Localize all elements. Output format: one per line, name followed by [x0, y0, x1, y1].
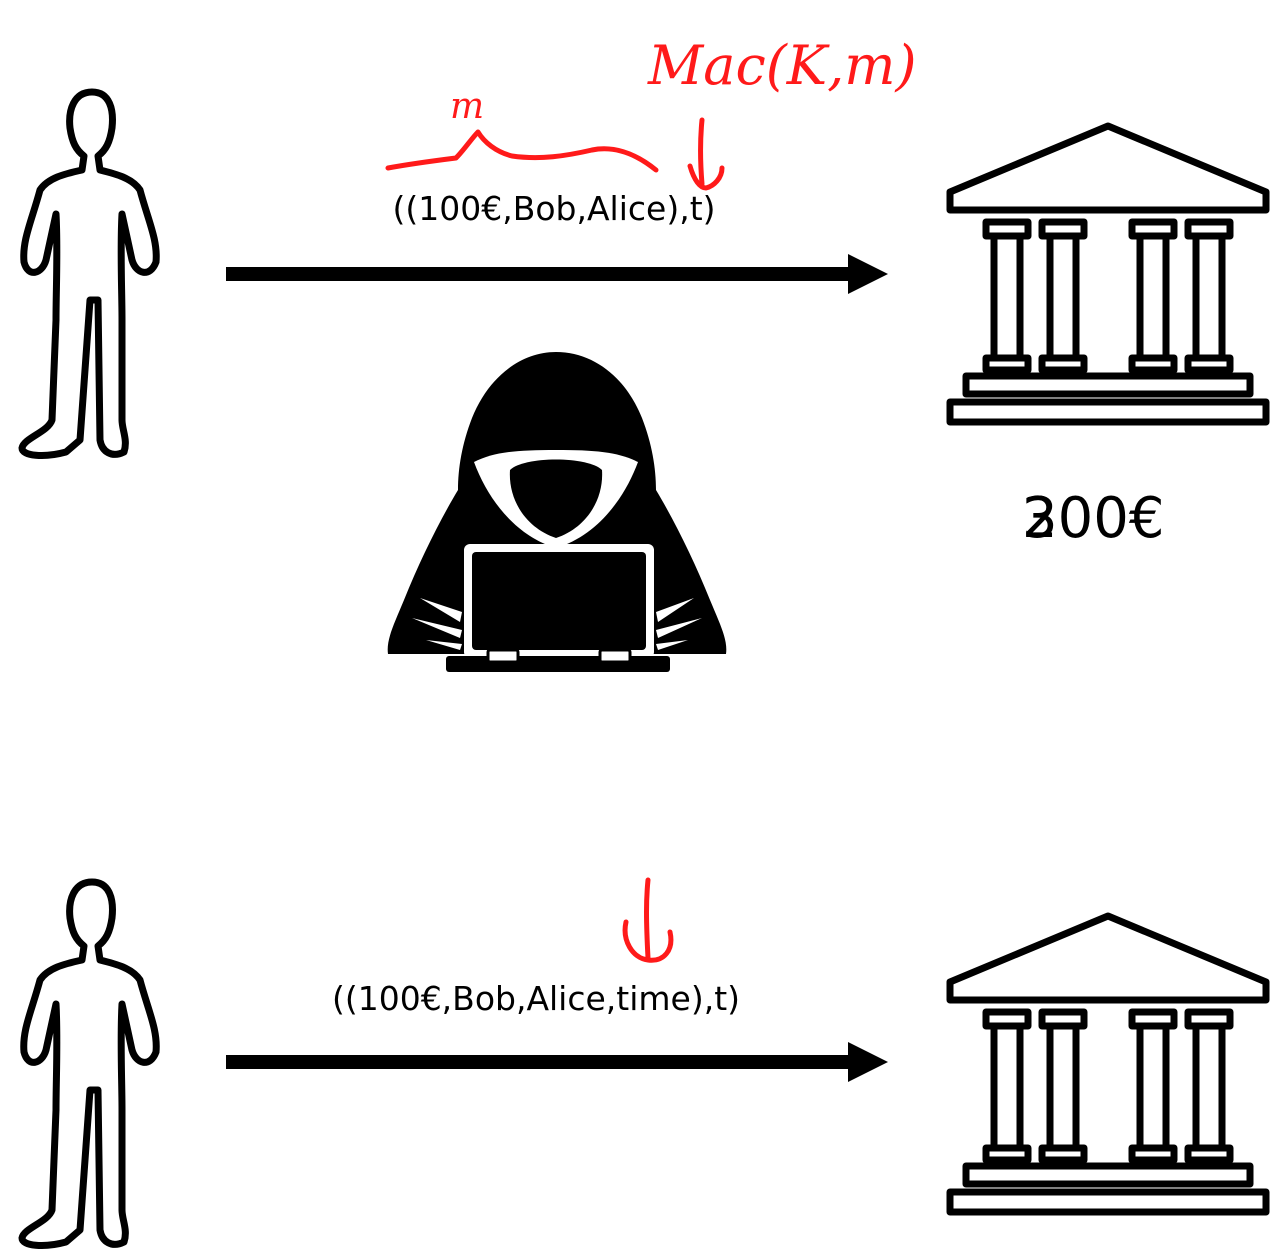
annotation-m: m — [450, 86, 484, 127]
bottom-scene: ((100€,Bob,Alice,time),t) — [22, 877, 1266, 1245]
arrow-icon — [226, 254, 888, 294]
hacker-icon — [387, 352, 727, 672]
handwritten-annotations: m Mac(K,m) — [385, 34, 917, 191]
arrow-icon — [226, 1042, 888, 1082]
top-message: ((100€,Bob,Alice),t) — [392, 189, 715, 228]
bottom-message: ((100€,Bob,Alice,time),t) — [332, 979, 740, 1018]
person-icon — [22, 882, 156, 1245]
bank-balance: 3 200€ — [1022, 486, 1165, 551]
bank-icon — [950, 126, 1266, 422]
bank-balance-value: 200€ — [1022, 486, 1165, 551]
top-scene: ((100€,Bob,Alice),t) 3 200€ m Mac(K,m) — [22, 34, 1266, 672]
bank-balance-old-digit: 3 — [1022, 486, 1058, 551]
mac-arrow — [687, 117, 725, 191]
time-arrow — [622, 877, 674, 963]
annotation-mac: Mac(K,m) — [647, 34, 917, 97]
m-brace-underline — [385, 129, 659, 173]
bank-icon — [950, 916, 1266, 1212]
person-icon — [22, 92, 156, 455]
